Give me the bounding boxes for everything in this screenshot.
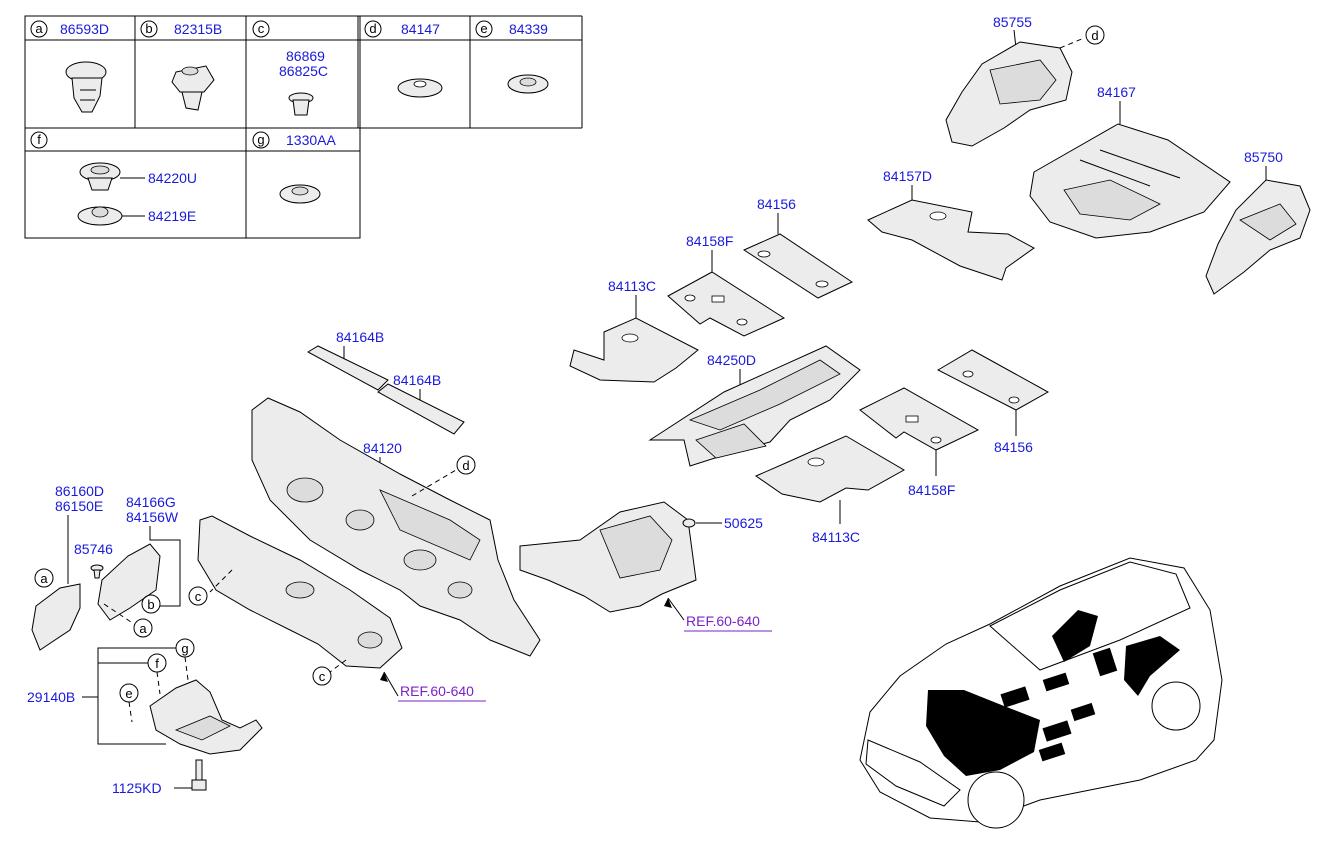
label-84164B-a: 84164B <box>336 329 384 345</box>
vehicle-locator <box>859 557 1223 829</box>
legend-letter-b: b <box>145 21 152 36</box>
legend-letter-f: f <box>37 132 41 147</box>
legend-cell-c: c 86869 86825C <box>252 20 328 116</box>
bolt-1125KD-icon <box>191 759 207 791</box>
bracket-86160D <box>31 583 81 651</box>
clip-82315B-icon <box>171 65 215 111</box>
legend-cell-b: b 82315B <box>140 20 222 111</box>
legend-part-86869: 86869 <box>286 48 325 64</box>
legend-part-86593D: 86593D <box>60 21 109 37</box>
legend-cell-a: a 86593D <box>30 20 109 113</box>
bracket-84166G <box>97 543 161 621</box>
legend-part-84147: 84147 <box>401 21 440 37</box>
callout-c-upper: c <box>195 589 202 604</box>
label-86160D: 86160D <box>55 483 104 499</box>
legend-letter-e: e <box>480 21 487 36</box>
pad-84157D <box>867 199 1035 281</box>
label-29140B: 29140B <box>27 689 75 705</box>
clip-86593D-icon <box>65 61 107 113</box>
clip-84219E-icon <box>77 206 123 226</box>
label-84113C-top: 84113C <box>608 278 656 294</box>
label-84156-right: 84156 <box>994 439 1033 455</box>
label-1125KD: 1125KD <box>112 780 162 796</box>
pad-84156-right <box>936 349 1050 411</box>
strip-84164B-b <box>377 383 465 435</box>
label-84156-top: 84156 <box>757 196 796 212</box>
cowl-panel <box>197 515 403 669</box>
pad-84113C-bottom <box>754 435 906 503</box>
label-84120: 84120 <box>363 440 402 456</box>
washer-84339-icon <box>507 74 549 94</box>
callout-f-left: f <box>155 656 159 671</box>
legend-part-84220U: 84220U <box>148 170 197 186</box>
clip-86869-icon <box>288 92 314 116</box>
insulator-85755 <box>945 41 1073 147</box>
callout-e-left: e <box>125 686 132 701</box>
legend-cell-g: g 1330AA <box>252 131 336 204</box>
callout-d-84120: d <box>462 458 469 473</box>
label-84158F-top: 84158F <box>686 233 733 249</box>
nut-50625-icon <box>682 518 696 528</box>
side-insulator-panel <box>519 501 697 613</box>
callout-d-85755: d <box>1091 28 1098 43</box>
ref-right[interactable]: REF.60-640 <box>686 613 760 629</box>
legend-part-86825C: 86825C <box>279 63 328 79</box>
label-86150E: 86150E <box>55 498 103 514</box>
legend-part-84339: 84339 <box>509 21 548 37</box>
under-cover-29140B <box>149 679 263 755</box>
pad-84113C-top <box>569 317 699 383</box>
legend-letter-g: g <box>257 132 264 147</box>
callout-g-left: g <box>181 641 188 656</box>
insulator-85750 <box>1205 179 1311 295</box>
legend-letter-a: a <box>35 21 43 36</box>
pad-84156-top <box>742 233 854 299</box>
strip-84164B-a <box>306 345 389 391</box>
dash-panel-84120 <box>251 397 541 657</box>
callout-a-left: a <box>40 571 48 586</box>
ref-left[interactable]: REF.60-640 <box>400 683 474 699</box>
label-84167: 84167 <box>1097 84 1136 100</box>
carpet-84167 <box>1029 123 1231 239</box>
pad-84158F-top <box>667 271 786 337</box>
pad-84158F-bottom <box>859 387 980 451</box>
legend-part-1330AA: 1330AA <box>286 132 336 148</box>
label-85755: 85755 <box>993 14 1032 30</box>
label-50625: 50625 <box>724 515 763 531</box>
callout-c-lower: c <box>319 669 326 684</box>
label-84113C-bottom: 84113C <box>812 529 860 545</box>
label-85750: 85750 <box>1244 149 1283 165</box>
label-84164B-b: 84164B <box>393 372 441 388</box>
label-84156W: 84156W <box>126 509 179 525</box>
label-84158F-bottom: 84158F <box>908 482 955 498</box>
label-85746: 85746 <box>74 541 113 557</box>
tunnel-insulator-84250D <box>648 345 861 467</box>
legend-cell-f: f 84220U 84219E <box>30 131 197 226</box>
legend-part-82315B: 82315B <box>174 21 222 37</box>
legend-letter-d: d <box>369 21 376 36</box>
label-84166G: 84166G <box>126 494 176 510</box>
legend-letter-c: c <box>258 21 265 36</box>
clip-84220U-icon <box>79 162 121 191</box>
clip-85746-icon <box>90 564 104 579</box>
callout-b-left: b <box>147 597 154 612</box>
legend-part-84219E: 84219E <box>148 208 196 224</box>
washer-1330AA-icon <box>279 184 321 204</box>
label-84157D: 84157D <box>883 168 932 184</box>
label-84250D: 84250D <box>707 352 756 368</box>
legend-cell-d: d 84147 <box>364 20 443 98</box>
legend-cell-e: e 84339 <box>475 20 549 94</box>
legend-table: a 86593D b 82315B c 86869 868 <box>24 15 583 239</box>
pad-84147-icon <box>397 78 443 98</box>
callout-a-lower: a <box>139 621 147 636</box>
